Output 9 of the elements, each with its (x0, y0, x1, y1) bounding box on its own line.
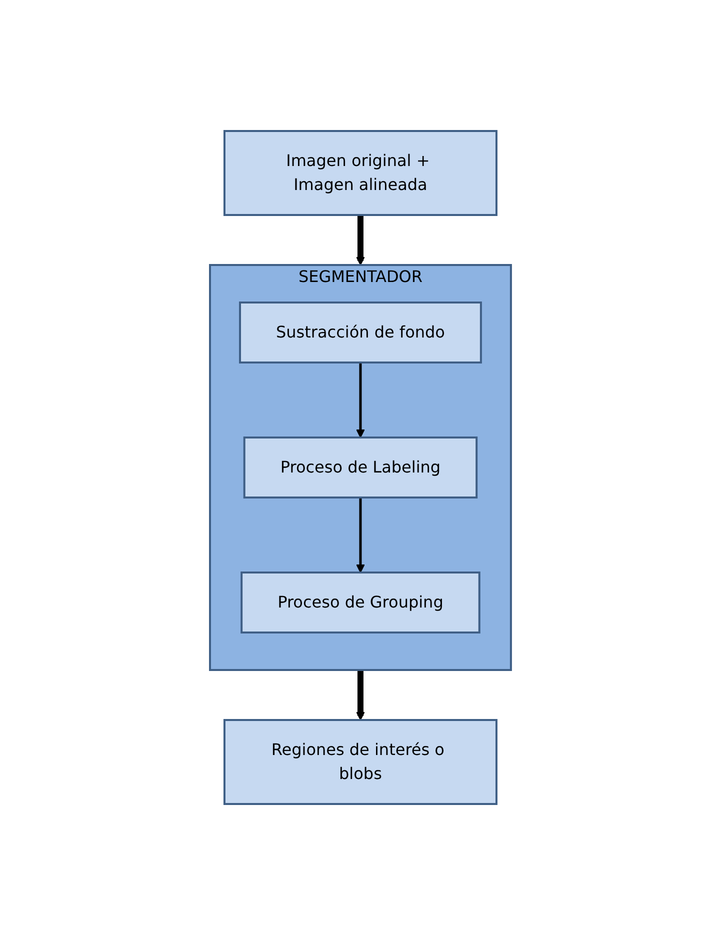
node-box: Imagen original + Imagen alineada (224, 130, 498, 216)
node-box: Proceso de Labeling (243, 436, 478, 498)
arrow (356, 670, 365, 720)
arrow (356, 215, 365, 266)
arrow (356, 362, 365, 438)
arrow (356, 498, 365, 573)
node-box: Proceso de Grouping (240, 572, 480, 634)
node-box: Sustracción de fondo (239, 302, 482, 364)
node-box: Regiones de interés o blobs (224, 719, 498, 805)
